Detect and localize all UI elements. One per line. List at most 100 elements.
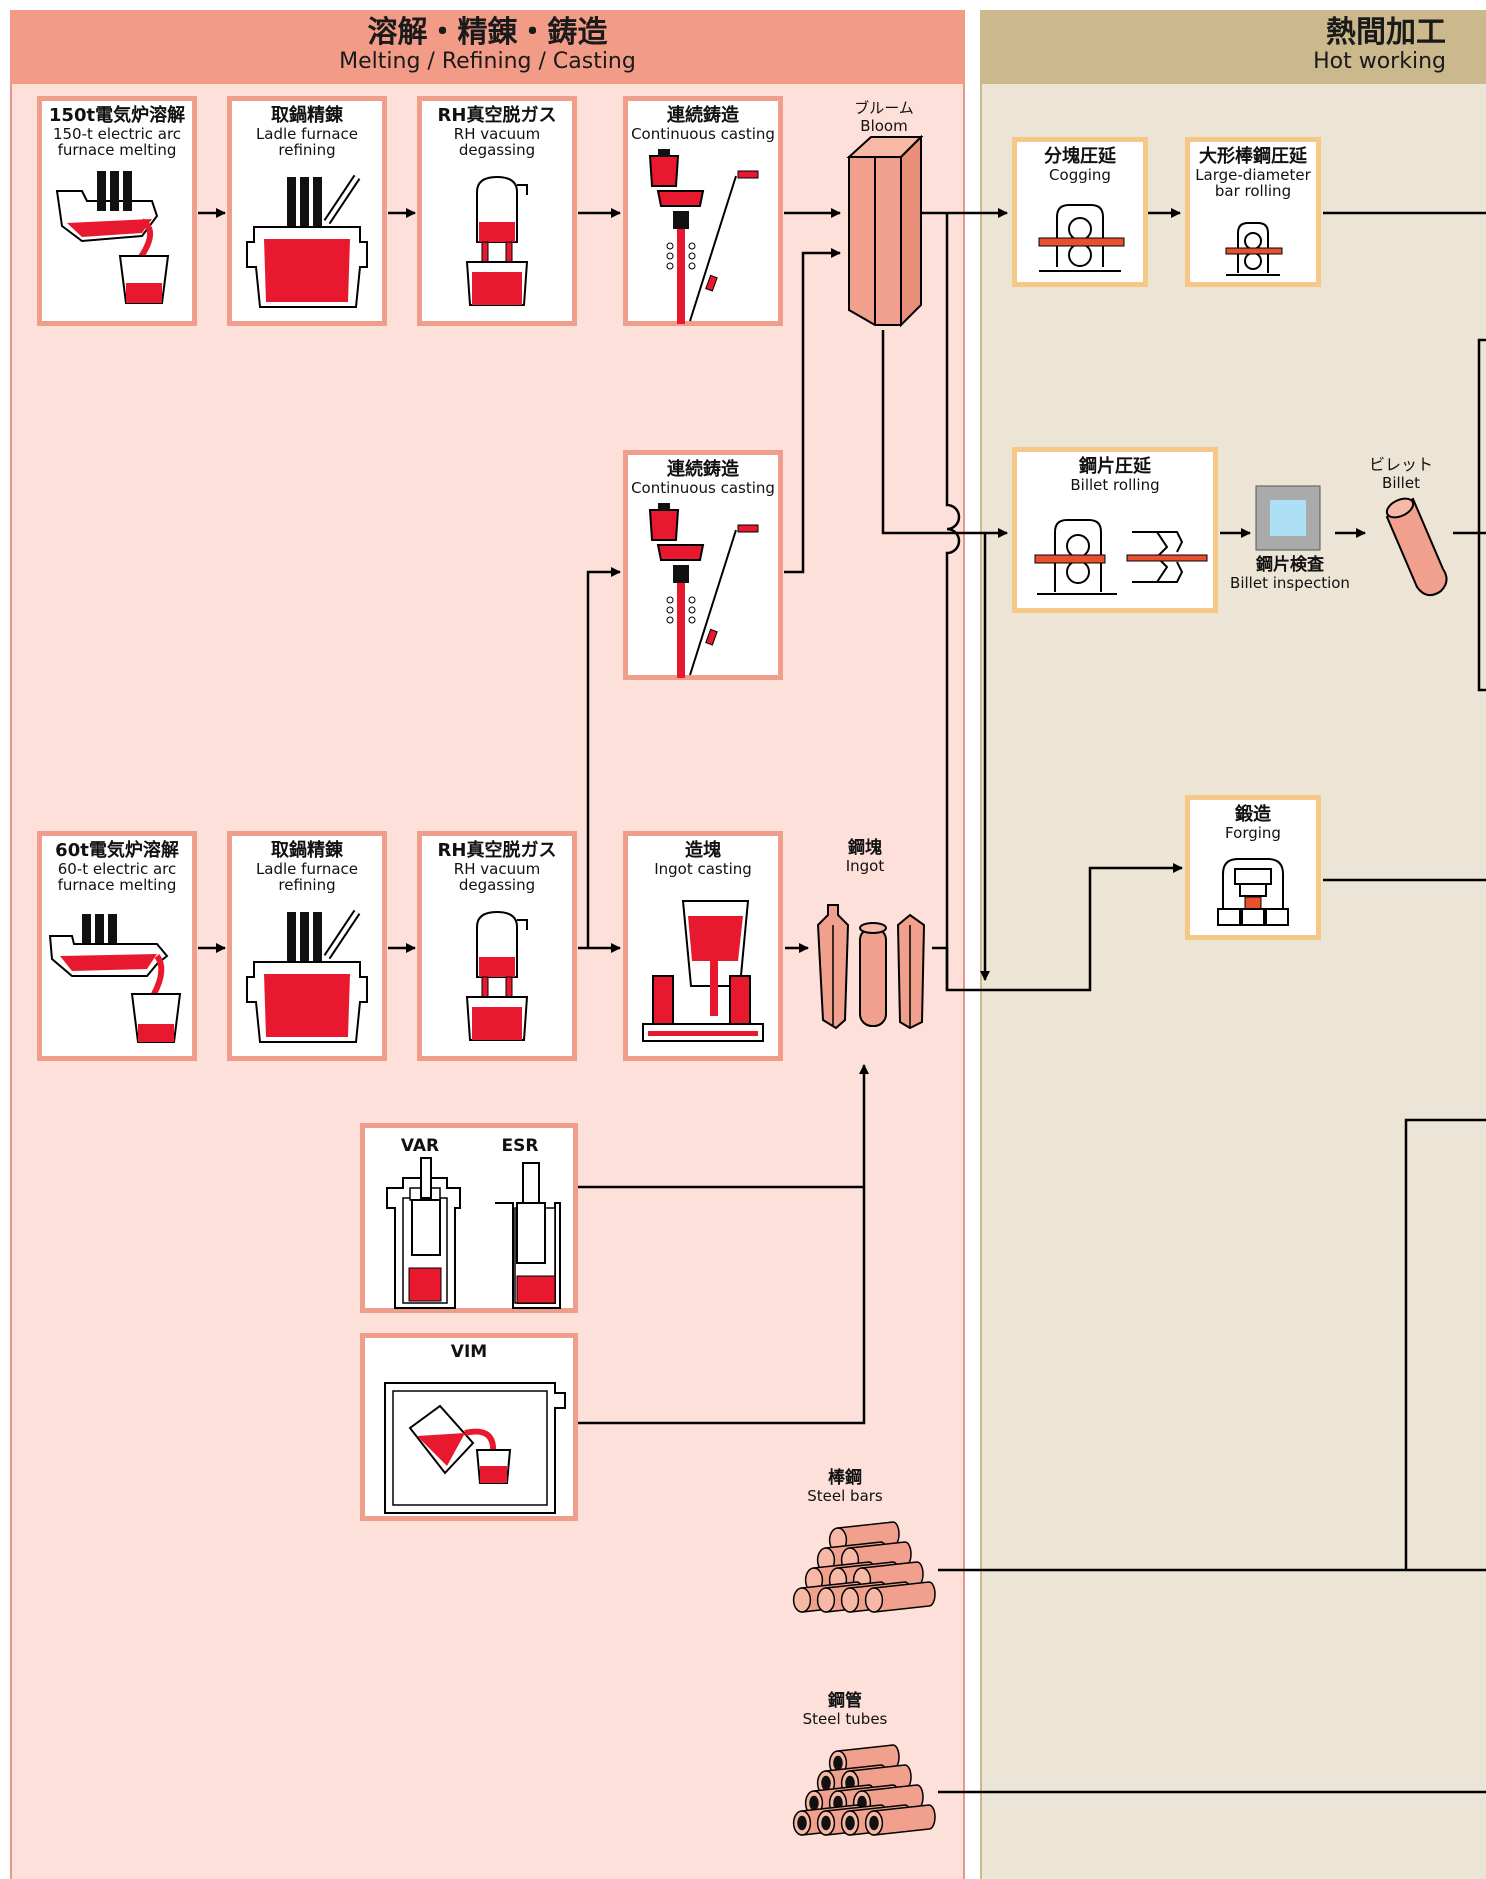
eaf150-title-en1: 150-t electric arc [52, 125, 182, 143]
cc1-title-en1: Continuous casting [631, 125, 775, 143]
large-title-en1: Large-diameter [1195, 166, 1311, 184]
melting-title-ja: 溶解・精錬・鋳造 [367, 15, 608, 50]
cogging-title-en1: Cogging [1049, 166, 1111, 184]
ladle2-box: 取鍋精錬 Ladle furnace refining [227, 831, 387, 1061]
cc1-title-ja: 連続鋳造 [667, 105, 739, 126]
cogging-title-ja: 分塊圧延 [1044, 146, 1116, 167]
billet-rolling-icon [1034, 519, 1208, 595]
billet-inspection-label: 鋼片検査 Billet inspection [1215, 555, 1365, 591]
bloom-label-ja: ブルーム [854, 99, 914, 117]
var-esr-box: VAR ESR [360, 1123, 578, 1313]
billet-rolling-box: 鋼片圧延 Billet rolling [1012, 447, 1218, 613]
ladle2-title-en1: Ladle furnace [255, 860, 359, 878]
ingot-icon [816, 904, 926, 1030]
ingot-casting-icon [642, 900, 764, 1042]
var-label: VAR [400, 1136, 440, 1156]
rh1-box: RH真空脱ガス RH vacuum degassing [417, 96, 577, 326]
eaf60-title-en2: furnace melting [57, 876, 177, 894]
ingotcast-title-ja: 造塊 [685, 840, 721, 861]
forging-press-icon [1217, 858, 1289, 926]
vim-icon [384, 1382, 566, 1514]
eaf150-title-en2: furnace melting [57, 141, 177, 159]
hot-title-en: Hot working [1313, 49, 1446, 74]
cc2-title-ja: 連続鋳造 [667, 459, 739, 480]
hot-working-header: 熱間加工 Hot working [980, 10, 1486, 84]
hot-working-section [980, 10, 1486, 1879]
rh-degasser-icon [465, 175, 529, 306]
ladle2-title-en2: refining [278, 876, 336, 894]
ladle-furnace-icon [246, 174, 368, 308]
ladle-furnace-icon-2 [246, 909, 368, 1043]
steel-bars-icon [792, 1521, 936, 1613]
large-title-en2: bar rolling [1214, 182, 1292, 200]
billet-label-en: Billet [1382, 474, 1420, 492]
billet-label: ビレット Billet [1358, 455, 1444, 491]
large-bar-rolling-box: 大形棒鋼圧延 Large-diameter bar rolling [1185, 137, 1321, 287]
rolling-mill-icon-2 [1225, 222, 1283, 276]
billet-icon [1385, 497, 1448, 597]
ingot-label-ja: 鋼塊 [848, 838, 882, 858]
billetroll-title-en1: Billet rolling [1070, 476, 1160, 494]
eaf150-box: 150t電気炉溶解 150-t electric arc furnace mel… [37, 96, 197, 326]
forging-box: 鍛造 Forging [1185, 795, 1321, 940]
forging-title-en1: Forging [1225, 824, 1281, 842]
ingot-casting-box: 造塊 Ingot casting [623, 831, 783, 1061]
electric-arc-furnace-icon-2 [48, 914, 182, 1043]
bloom-label-en: Bloom [860, 117, 908, 135]
inspect-label-en: Billet inspection [1230, 574, 1350, 592]
cc1-box: 連続鋳造 Continuous casting [623, 96, 783, 326]
billetroll-title-ja: 鋼片圧延 [1079, 456, 1151, 477]
vim-label: VIM [450, 1342, 488, 1362]
steel-bars-label-ja: 棒鋼 [828, 1468, 862, 1488]
esr-label: ESR [501, 1136, 539, 1156]
steel-tubes-icon [792, 1744, 936, 1836]
steel-bars-label: 棒鋼 Steel bars [790, 1468, 900, 1504]
melting-title-en: Melting / Refining / Casting [339, 49, 636, 74]
steel-tubes-label-ja: 鋼管 [828, 1691, 862, 1711]
rh2-title-en2: degassing [458, 876, 536, 894]
continuous-caster-icon [648, 149, 759, 324]
cc2-box: 連続鋳造 Continuous casting [623, 450, 783, 680]
rh1-title-en2: degassing [458, 141, 536, 159]
hot-title-ja: 熱間加工 [1326, 15, 1446, 50]
vim-box: VIM [360, 1333, 578, 1521]
steel-bars-label-en: Steel bars [807, 1487, 883, 1505]
steel-tubes-label-en: Steel tubes [802, 1710, 888, 1728]
eaf150-title-ja: 150t電気炉溶解 [48, 105, 186, 126]
electric-arc-furnace-icon [55, 171, 170, 304]
ladle1-title-ja: 取鍋精錬 [271, 105, 343, 126]
rh2-box: RH真空脱ガス RH vacuum degassing [417, 831, 577, 1061]
rh1-title-en1: RH vacuum [453, 125, 541, 143]
rh2-title-en1: RH vacuum [453, 860, 541, 878]
eaf60-box: 60t電気炉溶解 60-t electric arc furnace melti… [37, 831, 197, 1061]
bloom-icon [846, 134, 924, 328]
ingot-label: 鋼塊 Ingot [820, 838, 910, 874]
cc2-title-en1: Continuous casting [631, 479, 775, 497]
melting-header: 溶解・精錬・鋳造 Melting / Refining / Casting [10, 10, 965, 84]
cogging-box: 分塊圧延 Cogging [1012, 137, 1148, 287]
rh-degasser-icon-2 [465, 910, 529, 1041]
inspect-label-ja: 鋼片検査 [1256, 555, 1324, 575]
billet-inspection-icon [1255, 485, 1321, 551]
rh1-title-ja: RH真空脱ガス [437, 105, 557, 126]
steel-tube [864, 1804, 936, 1836]
large-title-ja: 大形棒鋼圧延 [1199, 146, 1307, 167]
ingotcast-title-en1: Ingot casting [654, 860, 752, 878]
bloom-label: ブルーム Bloom [836, 98, 932, 134]
billet-label-ja: ビレット [1368, 455, 1433, 474]
rolling-mill-icon [1038, 204, 1125, 272]
continuous-caster-icon-2 [648, 503, 759, 678]
steel-tubes-label: 鋼管 Steel tubes [790, 1691, 900, 1727]
steel-bar [864, 1581, 936, 1613]
eaf60-title-ja: 60t電気炉溶解 [55, 840, 179, 861]
var-esr-icon [386, 1157, 561, 1309]
ingot-label-en: Ingot [845, 857, 885, 875]
ladle1-box: 取鍋精錬 Ladle furnace refining [227, 96, 387, 326]
ladle2-title-ja: 取鍋精錬 [271, 840, 343, 861]
ladle1-title-en2: refining [278, 141, 336, 159]
forging-title-ja: 鍛造 [1235, 804, 1271, 825]
eaf60-title-en1: 60-t electric arc [57, 860, 177, 878]
ladle1-title-en1: Ladle furnace [255, 125, 359, 143]
